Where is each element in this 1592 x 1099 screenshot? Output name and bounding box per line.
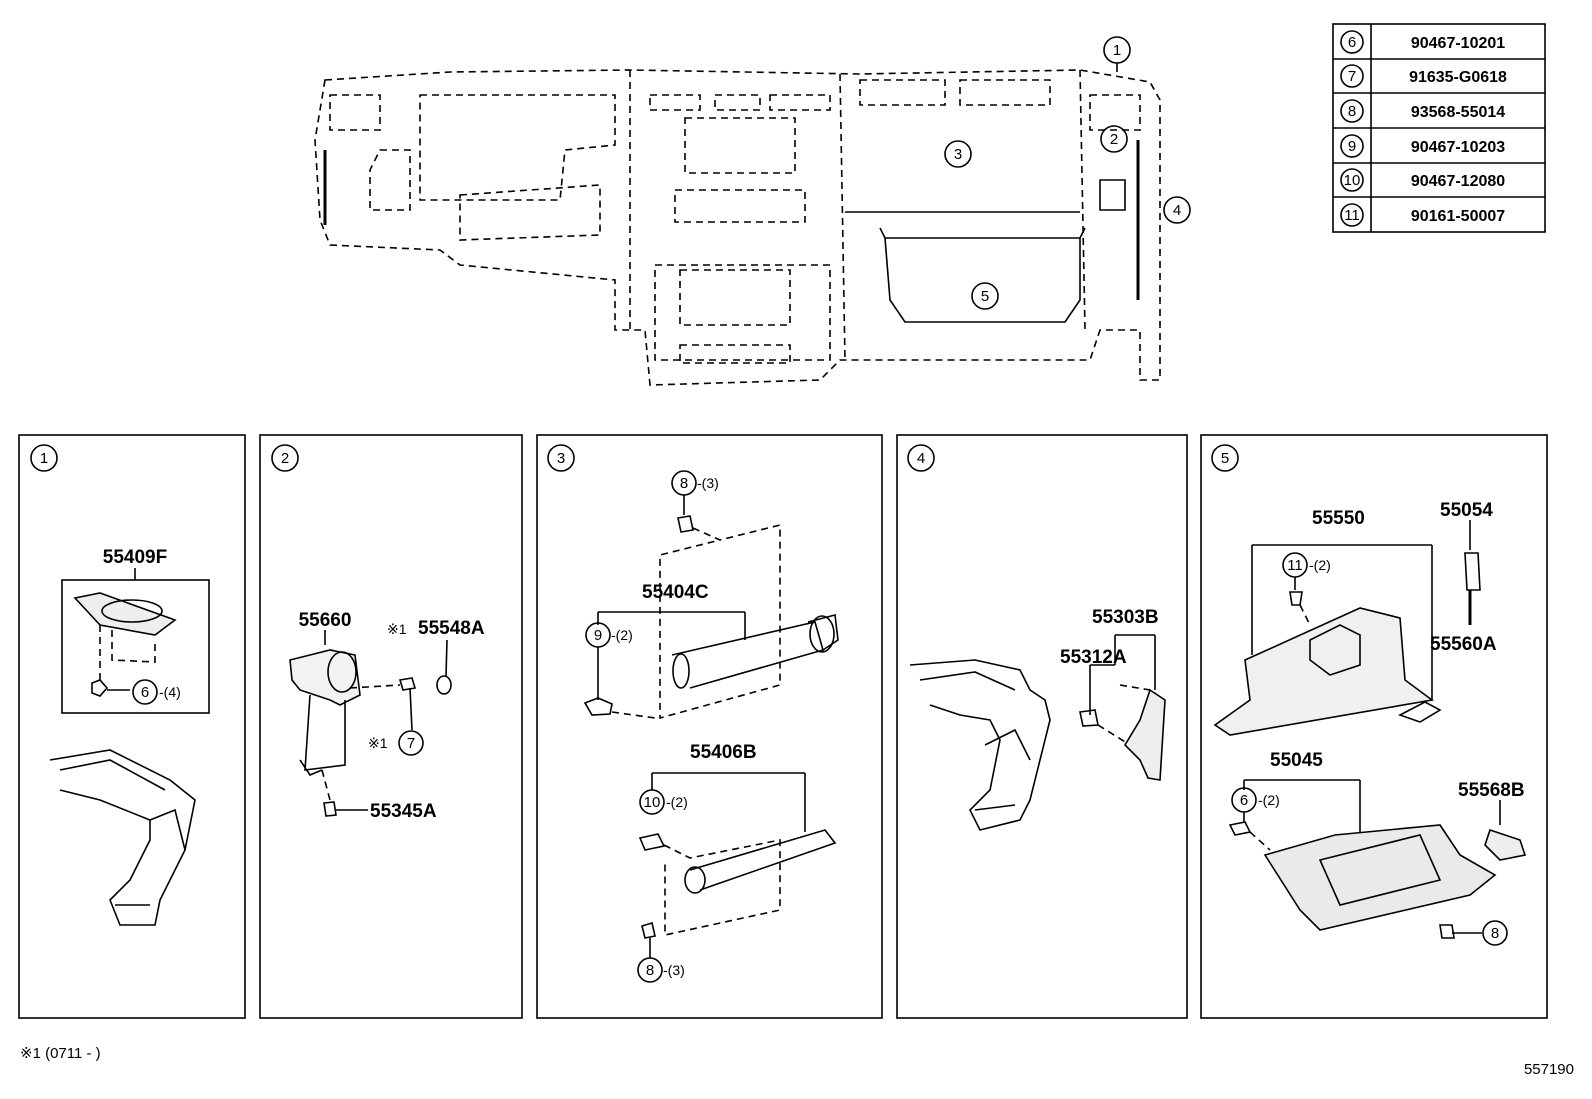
- overview-callout-4-text: 4: [1173, 202, 1181, 219]
- table-ref: 11: [1344, 207, 1360, 224]
- panel-3-frame: [536, 434, 883, 1019]
- part-55548A: 55548A: [418, 618, 485, 639]
- panel-4-drawing: [909, 634, 1166, 831]
- qty-9: -(2): [611, 627, 633, 643]
- part-55404C: 55404C: [642, 582, 709, 603]
- table-part-no: 90467-10201: [1411, 35, 1505, 52]
- part-55550: 55550: [1312, 508, 1365, 529]
- overview-callout-2-text: 2: [1110, 131, 1118, 148]
- overview-callout-3-text: 3: [954, 146, 962, 163]
- panel-2-frame: [259, 434, 523, 1019]
- panel-4-frame: [896, 434, 1188, 1019]
- table-ref: 7: [1348, 68, 1356, 85]
- overview-callout-1: [1103, 36, 1131, 72]
- diagram-id: 557190: [1524, 1061, 1574, 1078]
- table-ref: 9: [1348, 138, 1356, 155]
- panel-3-number: 3: [557, 450, 565, 467]
- qty-6-p5: -(2): [1258, 792, 1280, 808]
- footnote: ※1 (0711 - ): [20, 1045, 101, 1062]
- panel-1-number: 1: [40, 450, 48, 467]
- fastener-table-text: 6 90467-10201 7 91635-G0618 8 93568-5501…: [1344, 34, 1507, 225]
- ref-9: 9: [594, 627, 602, 644]
- ref-6: 6: [141, 684, 149, 701]
- qty-8-bottom: -(3): [663, 962, 685, 978]
- table-ref: 10: [1344, 172, 1361, 189]
- qty-10: -(2): [666, 794, 688, 810]
- part-55568B: 55568B: [1458, 780, 1525, 801]
- part-55660: 55660: [299, 610, 352, 631]
- overview-callout-5: [971, 282, 999, 310]
- panel-3-drawing: [583, 470, 839, 983]
- part-55560A: 55560A: [1430, 634, 1497, 655]
- part-55345A: 55345A: [370, 801, 437, 822]
- ref-8-bottom: 8: [646, 962, 654, 979]
- panel-1-frame: [18, 434, 246, 1019]
- ref-8-p5: 8: [1491, 925, 1499, 942]
- overview-callout-3: [944, 140, 972, 168]
- ref-8-top: 8: [680, 475, 688, 492]
- table-ref: 8: [1348, 103, 1356, 120]
- qty-6: -(4): [159, 684, 181, 700]
- table-ref: 6: [1348, 34, 1356, 51]
- part-55312A: 55312A: [1060, 647, 1127, 668]
- qty-11: -(2): [1309, 557, 1331, 573]
- panel-1-drawing: [49, 568, 210, 926]
- table-part-no: 90467-10203: [1411, 139, 1505, 156]
- overview-callout-5-text: 5: [981, 288, 989, 305]
- table-part-no: 91635-G0618: [1409, 69, 1507, 86]
- ref-11: 11: [1287, 557, 1303, 574]
- ref-6-p5: 6: [1240, 792, 1248, 809]
- panel-5-frame: [1200, 434, 1548, 1019]
- panel-5-number: 5: [1221, 450, 1229, 467]
- overview-callout-2: [1100, 125, 1128, 153]
- part-55054: 55054: [1440, 500, 1493, 521]
- table-part-no: 90467-12080: [1411, 173, 1505, 190]
- table-part-no: 93568-55014: [1411, 104, 1505, 121]
- table-part-no: 90161-50007: [1411, 208, 1505, 225]
- panel-2-drawing: [289, 630, 452, 817]
- instrument-panel-overview: [314, 69, 1161, 386]
- panel-2-number: 2: [281, 450, 289, 467]
- overview-callout-1-text: 1: [1113, 42, 1121, 59]
- panel-5-drawing: [1213, 520, 1527, 946]
- note-mark-7: ※1: [368, 735, 388, 751]
- panel-4-number: 4: [917, 450, 925, 467]
- part-55406B: 55406B: [690, 742, 757, 763]
- part-55303B: 55303B: [1092, 607, 1159, 628]
- overview-callout-4: [1163, 196, 1191, 224]
- ref-7: 7: [407, 735, 415, 752]
- qty-8-top: -(3): [697, 475, 719, 491]
- part-55409F: 55409F: [103, 547, 167, 568]
- ref-10: 10: [644, 794, 661, 811]
- fastener-table: [1332, 23, 1546, 233]
- part-55045: 55045: [1270, 750, 1323, 771]
- note-mark-1: ※1: [387, 621, 407, 637]
